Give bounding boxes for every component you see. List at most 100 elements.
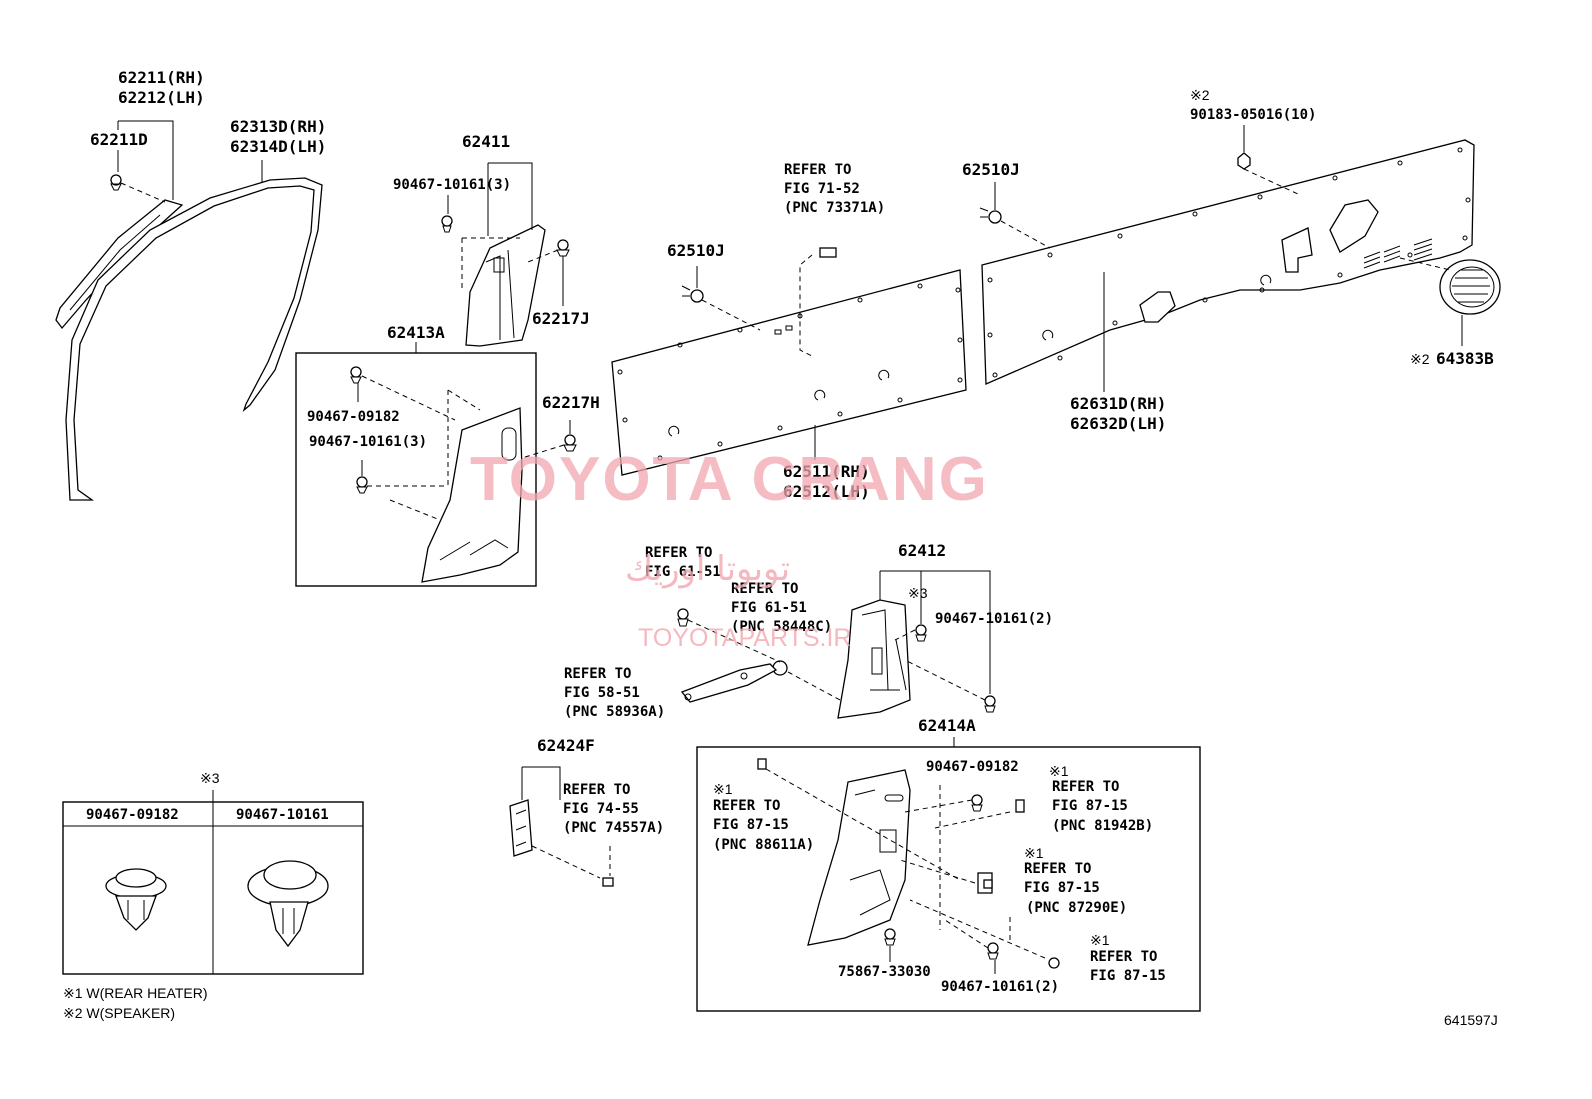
detail-box-62414a — [696, 746, 1201, 1012]
label-speaker-mark: ※2 — [1410, 351, 1430, 367]
label-clip-10161-2-box: 90467-10161(2) — [941, 979, 1059, 995]
label-62510j-left: 62510J — [667, 241, 725, 260]
label-ref-88611-line1: REFER TO — [713, 798, 780, 814]
label-weatherstrip-lh: 62314D(LH) — [230, 137, 326, 156]
label-62211d: 62211D — [90, 130, 148, 149]
clip-62412-icon-a — [915, 624, 927, 642]
label-clip-10161-3-box: 90467-10161(3) — [309, 434, 427, 450]
connector-87290e-icon — [977, 872, 993, 894]
label-clip-10161-3-top: 90467-10161(3) — [393, 177, 511, 193]
connector-74557a-icon — [602, 877, 614, 887]
label-62411: 62411 — [462, 132, 510, 151]
clip-62217h-icon — [563, 434, 577, 452]
label-ref-61-51b-line2: FIG 61-51 — [731, 600, 807, 616]
clip-90467-09182-icon — [350, 366, 362, 384]
clip-87-15-icon — [1048, 957, 1060, 969]
label-ref-61-51b-line3: (PNC 58448C) — [731, 619, 832, 635]
rear-trim-panel-62631d — [981, 139, 1475, 385]
clip-62510j-right-icon — [979, 207, 1002, 224]
label-pillar-a-lh: 62212(LH) — [118, 88, 205, 107]
label-ref-81942-line1: REFER TO — [1052, 779, 1119, 795]
clip-75867-icon — [884, 928, 896, 946]
label-ref-58-51-line2: FIG 58-51 — [564, 685, 640, 701]
quarter-trim-panel-62511 — [611, 269, 967, 476]
clip-62217j-icon — [556, 239, 570, 257]
label-ref-87290-line2: FIG 87-15 — [1024, 880, 1100, 896]
sensor-81942b-icon — [1015, 799, 1025, 813]
label-ref-88611-line3: (PNC 88611A) — [713, 837, 814, 853]
label-ref-58-51-line1: REFER TO — [564, 666, 631, 682]
label-ref-81942-line3: (PNC 81942B) — [1052, 818, 1153, 834]
label-ref-74-55-line3: (PNC 74557A) — [563, 820, 664, 836]
connector-73371a-icon — [819, 247, 837, 258]
label-62424f: 62424F — [537, 736, 595, 755]
label-clip-09182-a: 90467-09182 — [307, 409, 400, 425]
pillar-garnish-62412 — [837, 599, 911, 719]
pillar-garnish-62411 — [465, 224, 546, 347]
clip-90467-10161-2-icon — [987, 942, 999, 960]
label-ref-71-52-line3: (PNC 73371A) — [784, 200, 885, 216]
clip-legend-table — [62, 790, 364, 975]
watermark-site: TOYOTAPARTS.IR — [638, 624, 851, 652]
part-labels: 62211(RH) 62212(LH) 62211D 62313D(RH) 62… — [63, 68, 1498, 1028]
bolt-90183-05016-icon — [1237, 152, 1251, 170]
watermarks: TOYOTA CRANG تويوتا اوريك TOYOTAPARTS.IR — [470, 445, 989, 652]
label-weatherstrip-rh: 62313D(RH) — [230, 117, 326, 136]
label-mark3: ※3 — [908, 585, 928, 601]
label-62414a: 62414A — [918, 716, 976, 735]
label-note2-mark: ※2 — [1190, 87, 1210, 103]
label-ref-81942-mark: ※1 — [1049, 763, 1069, 779]
bracket-62424f — [509, 799, 533, 857]
clip-90467-10161-box-icon — [356, 476, 368, 494]
label-ref-81942-line2: FIG 87-15 — [1052, 798, 1128, 814]
label-ref-87-line1: REFER TO — [1090, 949, 1157, 965]
label-ref-71-52-line2: FIG 71-52 — [784, 181, 860, 197]
legend-table-mark: ※3 — [200, 770, 220, 786]
label-ref-87290-line1: REFER TO — [1024, 861, 1091, 877]
label-ref-61-51a-line2: FIG 61-51 — [645, 564, 721, 580]
grommet-88611a-icon — [757, 758, 767, 770]
label-62217j: 62217J — [532, 309, 590, 328]
clip-62211d-icon — [110, 174, 122, 191]
legend-table-col1: 90467-09182 — [86, 807, 179, 823]
clip-62412-icon-b — [984, 695, 996, 713]
label-ref-58-51-line3: (PNC 58936A) — [564, 704, 665, 720]
legend-table-col2: 90467-10161 — [236, 807, 329, 823]
bolt-refer-61-51-icon — [677, 608, 689, 627]
bushing-58448c-icon — [772, 660, 788, 676]
label-ref-61-51b-line1: REFER TO — [731, 581, 798, 597]
watermark-main: TOYOTA CRANG — [470, 445, 989, 514]
clip-62510j-left-icon — [681, 285, 704, 303]
pillar-garnish-62413a — [421, 407, 523, 583]
label-62510j-right: 62510J — [962, 160, 1020, 179]
label-panel-lh: 62512(LH) — [783, 482, 870, 501]
label-rear-lh: 62632D(LH) — [1070, 414, 1166, 433]
label-ref-71-52-line1: REFER TO — [784, 162, 851, 178]
label-ref-87-line2: FIG 87-15 — [1090, 968, 1166, 984]
clip-90467-09182-box-icon — [971, 794, 983, 812]
label-clip-10161-2-top: 90467-10161(2) — [935, 611, 1053, 627]
label-bolt-05016: 90183-05016(10) — [1190, 107, 1316, 123]
clip-90467-09182-detail-icon — [105, 868, 167, 931]
label-ref-87-mark: ※1 — [1090, 932, 1110, 948]
label-ref-74-55-line2: FIG 74-55 — [563, 801, 639, 817]
speaker-grille-icon — [1439, 259, 1501, 315]
label-panel-rh: 62511(RH) — [783, 462, 870, 481]
door-opening-weatherstrip — [65, 177, 323, 501]
label-75867: 75867-33030 — [838, 964, 931, 980]
label-rear-rh: 62631D(RH) — [1070, 394, 1166, 413]
belt-anchor-58936a-icon — [680, 663, 778, 703]
label-ref-74-55-line1: REFER TO — [563, 782, 630, 798]
label-ref-87290-mark: ※1 — [1024, 845, 1044, 861]
watermark-arabic: تويوتا اوريك — [625, 549, 790, 589]
clip-90467-10161-detail-icon — [247, 860, 329, 948]
label-speaker-grille: 64383B — [1436, 349, 1494, 368]
label-pillar-a-rh: 62211(RH) — [118, 68, 205, 87]
footnote-1: ※1 W(REAR HEATER) — [63, 985, 207, 1001]
figure-id: 641597J — [1444, 1012, 1498, 1028]
label-62412: 62412 — [898, 541, 946, 560]
label-ref-87290-line3: (PNC 87290E) — [1026, 900, 1127, 916]
label-ref-61-51a-line1: REFER TO — [645, 545, 712, 561]
pillar-garnish-62414a — [807, 769, 911, 946]
